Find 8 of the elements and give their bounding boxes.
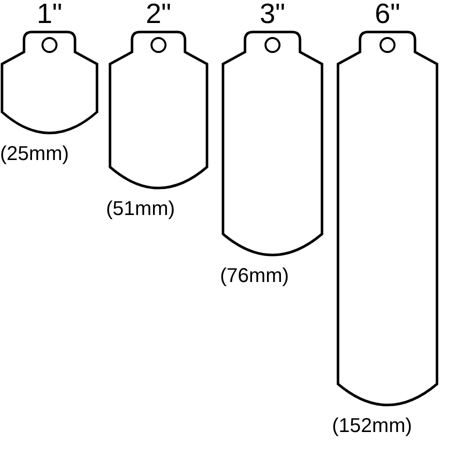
- metric-size-label: (76mm): [220, 266, 289, 286]
- size-label: 6": [374, 0, 402, 28]
- size-label: 3": [258, 0, 286, 28]
- metric-size-label: (25mm): [0, 144, 69, 164]
- size-label: 1": [36, 0, 64, 28]
- metric-size-label: (51mm): [106, 199, 175, 219]
- metric-size-label: (152mm): [332, 416, 412, 436]
- size-label: 2": [144, 0, 172, 28]
